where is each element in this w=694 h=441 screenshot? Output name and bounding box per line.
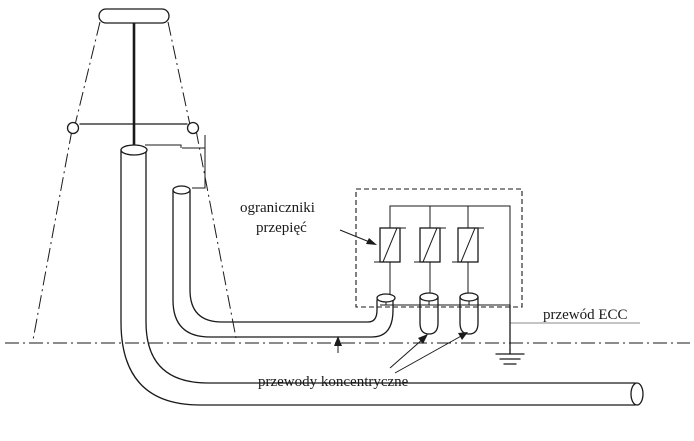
surge-arrester-2 (414, 227, 446, 294)
surge-arrester-1 (374, 227, 406, 294)
crossarm (66, 121, 200, 135)
lead-wires (145, 135, 206, 189)
annotation-arrows (334, 229, 468, 374)
ecc-line (509, 304, 640, 351)
pole-outline (32, 21, 237, 341)
arrester-enclosure (355, 188, 523, 308)
cable-terminations (376, 292, 510, 335)
ground-symbol (495, 349, 525, 365)
main-cable (120, 144, 644, 406)
label-concentric-conductors: przewody koncentryczne (258, 374, 409, 390)
label-surge-arresters-1: ograniczniki (240, 200, 315, 216)
branch-cable (172, 185, 394, 338)
surge-arrester-3 (452, 227, 484, 294)
label-surge-arresters-2: przepięć (256, 220, 307, 236)
pole-top-cap (98, 8, 170, 24)
label-ecc-conductor: przewód ECC (543, 307, 628, 323)
surge-arresters (374, 205, 511, 305)
